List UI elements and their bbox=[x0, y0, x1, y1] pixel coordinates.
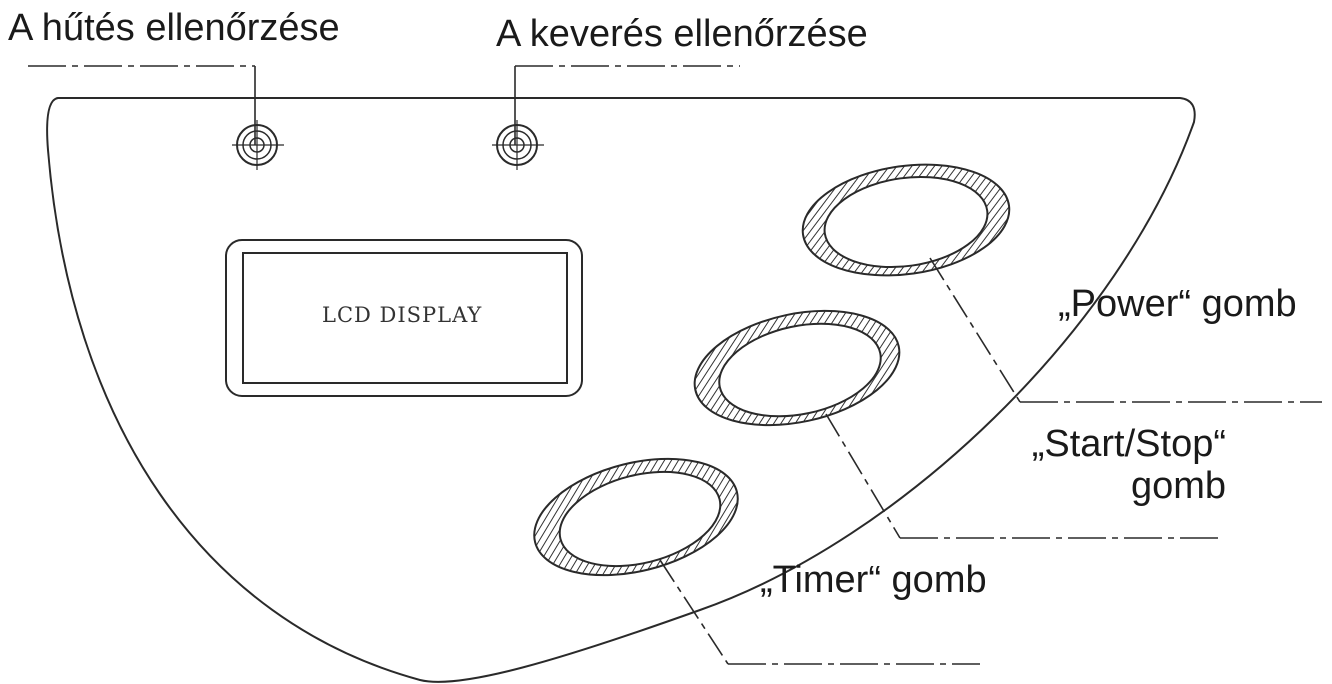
power-button bbox=[801, 163, 1011, 277]
mixing-indicator-leader bbox=[514, 65, 740, 145]
timer-button-label: „Timer“ gomb bbox=[760, 559, 987, 601]
start-stop-label-line1: „Start/Stop“ bbox=[1031, 423, 1226, 465]
start-stop-button-label: „Start/Stop“ gomb bbox=[1004, 423, 1226, 508]
lcd-display bbox=[225, 239, 583, 397]
start-stop-label-line2: gomb bbox=[1130, 464, 1226, 507]
timer-button bbox=[533, 457, 739, 577]
power-button-label: „Power“ gomb bbox=[1058, 283, 1297, 325]
power-button-leader bbox=[929, 257, 1322, 403]
cooling-indicator-led bbox=[232, 120, 284, 170]
cooling-indicator-leader bbox=[28, 65, 256, 145]
start-stop-button bbox=[693, 309, 901, 427]
timer-button-leader bbox=[659, 559, 980, 665]
mixing-indicator-led bbox=[492, 120, 544, 170]
cooling-check-label: A hűtés ellenőrzése bbox=[8, 7, 340, 49]
panel-outline bbox=[46, 97, 1196, 683]
lcd-display-label: LCD DISPLAY bbox=[322, 303, 483, 327]
start-stop-button-leader bbox=[825, 413, 1222, 539]
mixing-check-label: A keverés ellenőrzése bbox=[496, 13, 868, 55]
